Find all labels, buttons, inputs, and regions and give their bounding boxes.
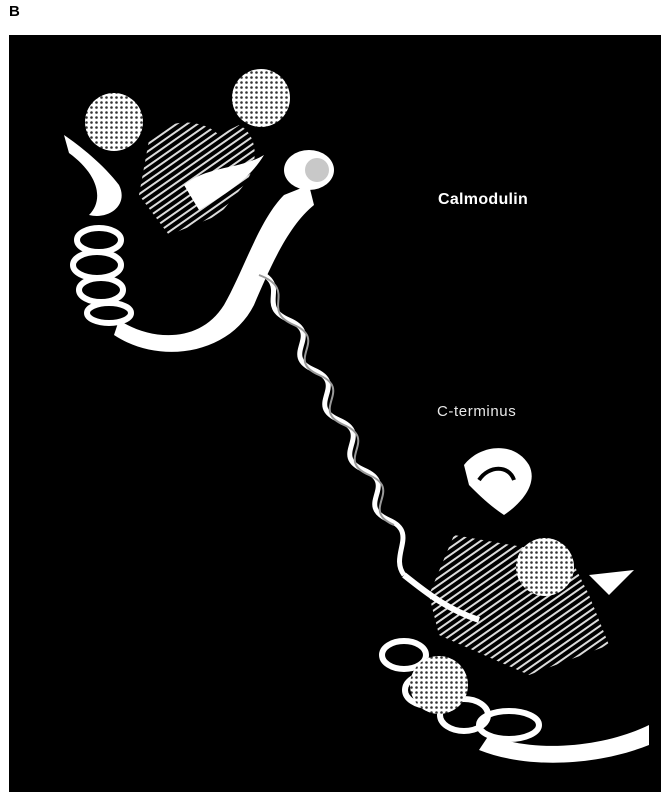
panel-letter: B — [9, 3, 20, 20]
protein-ribbon-illustration — [9, 35, 661, 792]
c-lobe-loop — [464, 448, 532, 515]
c-lobe-arrow — [589, 570, 634, 595]
n-terminal-lobe — [64, 69, 334, 352]
calmodulin-structure-figure: Calmodulin C-terminus — [9, 35, 661, 792]
figure-title: Calmodulin — [438, 191, 528, 209]
c-terminal-lobe — [382, 448, 649, 763]
ribbon-end-shade — [305, 158, 329, 182]
calcium-ion-sphere — [516, 538, 574, 596]
c-lobe-tail — [479, 725, 649, 763]
calcium-ion-sphere — [410, 656, 468, 714]
c-terminus-label: C-terminus — [437, 403, 516, 420]
calcium-ion-sphere — [232, 69, 290, 127]
calcium-ion-sphere — [85, 93, 143, 151]
central-linker-helix — [254, 270, 404, 575]
n-helix-coils — [73, 228, 131, 323]
